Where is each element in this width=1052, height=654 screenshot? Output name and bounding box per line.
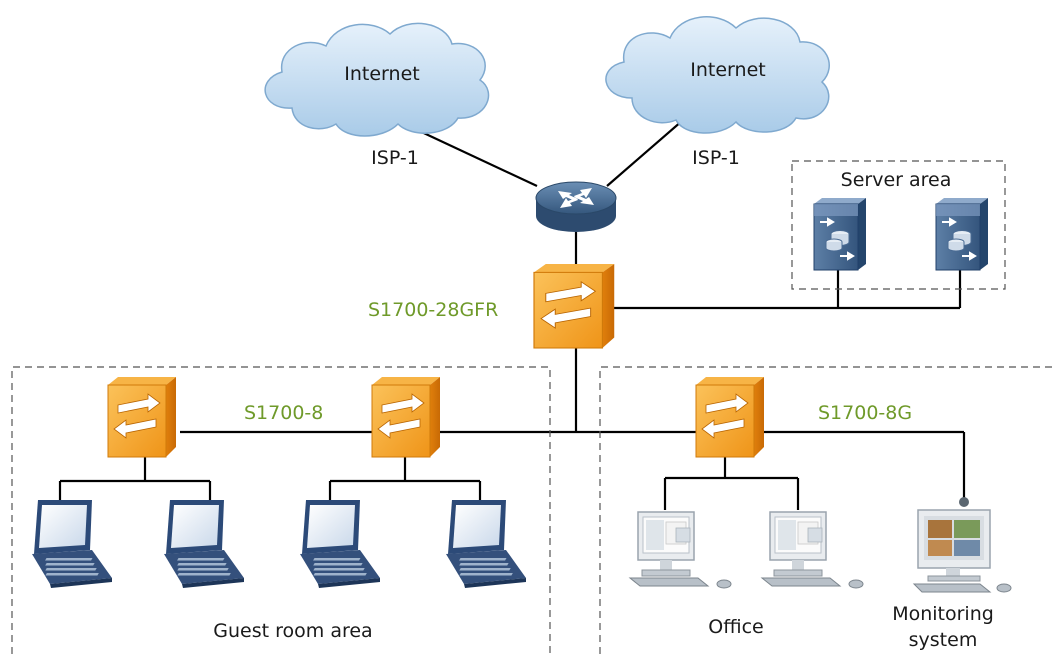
monitoring-label-line1: Monitoring — [892, 603, 994, 625]
server-icon — [813, 197, 867, 271]
office-area-box — [599, 366, 1052, 654]
guest-room-area-label: Guest room area — [213, 620, 372, 642]
office-switch-icon — [695, 376, 765, 458]
links — [58, 113, 966, 510]
internet-cloud-right: Internet — [605, 16, 830, 134]
desktop-pc-icon — [761, 511, 864, 589]
desktop-pc-icon — [629, 511, 732, 589]
server-area-box — [791, 160, 1006, 290]
laptop-icon — [32, 500, 112, 588]
guest-room-area-box — [11, 366, 551, 654]
core-switch-icon — [533, 263, 615, 349]
guest-switch-right-icon — [371, 376, 441, 458]
server-area-label: Server area — [841, 169, 952, 191]
router-icon — [535, 181, 617, 232]
guest-switch-left-icon — [107, 376, 177, 458]
internet-cloud-left: Internet — [264, 22, 490, 137]
monitoring-label-line2: system — [909, 629, 978, 651]
internet-label-right: Internet — [690, 59, 765, 81]
isp-label-left: ISP-1 — [371, 147, 419, 169]
laptop-icon — [164, 500, 244, 588]
server-icon — [935, 197, 989, 271]
internet-label-left: Internet — [344, 63, 419, 85]
monitoring-pc-icon — [912, 497, 1012, 593]
office-label: Office — [708, 616, 763, 638]
laptop-icon — [300, 500, 380, 588]
core-switch-label: S1700-28GFR — [368, 299, 498, 321]
office-switch-label: S1700-8G — [818, 402, 912, 424]
isp-label-right: ISP-1 — [692, 147, 740, 169]
guest-switch-label: S1700-8 — [244, 402, 323, 424]
laptop-icon — [446, 500, 526, 588]
